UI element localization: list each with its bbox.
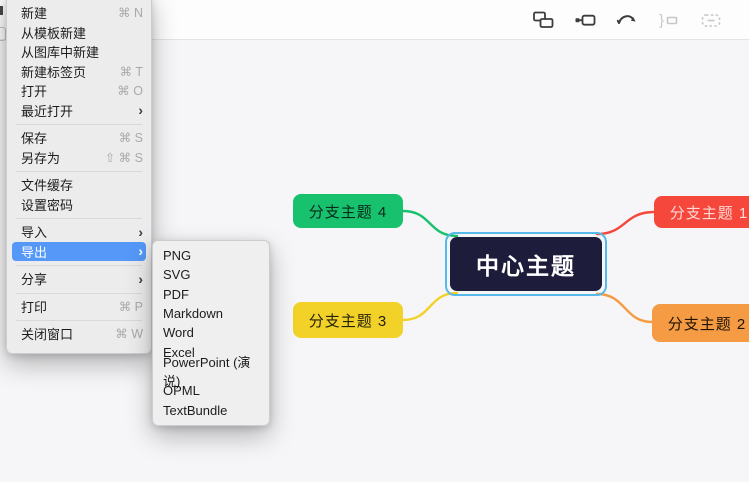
submenu-item-pdf[interactable]: PDF xyxy=(163,286,189,302)
boundary-button[interactable] xyxy=(699,8,723,32)
menu-item-label: 最近打开 xyxy=(21,103,74,119)
branch-topic-2-node[interactable]: 分支主题 2 xyxy=(652,304,749,342)
menu-item-close-window[interactable]: 关闭窗口 ⌘ W xyxy=(7,324,151,344)
menu-item-set-password[interactable]: 设置密码 xyxy=(7,195,151,215)
menu-item-save-as[interactable]: 另存为 ⇧ ⌘ S xyxy=(7,148,151,168)
connection-branch-3 xyxy=(401,291,459,322)
branch-topic-3-node[interactable]: 分支主题 3 xyxy=(293,302,403,338)
menu-item-label: 分享 xyxy=(21,272,48,288)
menu-item-label: 从图库中新建 xyxy=(21,45,100,61)
menu-item-label: 导出 xyxy=(21,244,48,260)
menu-item-file-cache[interactable]: 文件缓存 xyxy=(7,175,151,195)
insert-child-topic-icon xyxy=(533,11,554,28)
submenu-item-svg[interactable]: SVG xyxy=(163,267,191,283)
menu-item-print[interactable]: 打印 ⌘ P xyxy=(7,297,151,317)
menu-separator xyxy=(16,218,142,219)
relationship-button[interactable] xyxy=(615,8,639,32)
branch-topic-4-node[interactable]: 分支主题 4 xyxy=(293,194,403,228)
menu-separator xyxy=(16,265,142,266)
menu-item-shortcut: ⌘ N xyxy=(118,6,143,21)
insert-topic-button[interactable] xyxy=(573,8,597,32)
connection-branch-2 xyxy=(595,292,654,324)
submenu-chevron-icon: › xyxy=(138,270,143,287)
menu-separator xyxy=(16,320,142,321)
menu-item-label: 设置密码 xyxy=(21,197,74,213)
menu-item-label: 关闭窗口 xyxy=(21,327,74,343)
submenu-item-png[interactable]: PNG xyxy=(163,248,192,264)
menu-item-shortcut: ⌘ S xyxy=(118,131,143,146)
submenu-chevron-icon: › xyxy=(138,102,143,119)
submenu-chevron-icon: › xyxy=(138,223,143,240)
menu-item-label: 导入 xyxy=(21,225,48,241)
menu-item-new[interactable]: 新建 ⌘ N xyxy=(7,3,151,23)
menu-item-label: 文件缓存 xyxy=(21,178,74,194)
menu-item-shortcut: ⇧ ⌘ S xyxy=(104,150,143,165)
menu-item-shortcut: ⌘ T xyxy=(119,64,143,79)
svg-text:}: } xyxy=(659,12,664,29)
submenu-item-excel[interactable]: Excel xyxy=(163,344,195,360)
submenu-item-markdown[interactable]: Markdown xyxy=(163,306,223,322)
boundary-icon xyxy=(701,13,721,27)
central-topic-node[interactable]: 中心主题 xyxy=(450,237,602,291)
submenu-item-textbundle[interactable]: TextBundle xyxy=(163,402,228,418)
submenu-item-opml[interactable]: OPML xyxy=(163,383,200,399)
menu-item-export[interactable]: 导出 › xyxy=(12,241,146,261)
menu-item-shortcut: ⌘ P xyxy=(118,299,143,314)
menu-item-new-from-template[interactable]: 从模板新建 xyxy=(7,23,151,43)
menu-item-import[interactable]: 导入 › xyxy=(7,222,151,242)
menu-separator xyxy=(16,171,142,172)
export-submenu: PNG SVG PDF Markdown Word Excel PowerPoi… xyxy=(152,240,270,426)
submenu-chevron-icon: › xyxy=(138,243,143,260)
menu-item-label: 新建标签页 xyxy=(21,64,87,80)
menu-item-label: 打印 xyxy=(21,299,48,315)
menu-item-shortcut: ⌘ W xyxy=(115,327,143,342)
menu-item-shortcut: ⌘ O xyxy=(117,84,143,99)
summary-icon: } xyxy=(659,12,678,29)
menu-item-open[interactable]: 打开 ⌘ O xyxy=(7,81,151,101)
file-menu: 新建 ⌘ N 从模板新建 从图库中新建 新建标签页 ⌘ T 打开 ⌘ O 最近打… xyxy=(6,0,152,354)
menu-separator xyxy=(16,124,142,125)
insert-topic-icon xyxy=(575,14,596,26)
summary-button[interactable]: } xyxy=(657,8,681,32)
relationship-icon xyxy=(616,14,636,24)
toolbar-left-icon-fragment xyxy=(0,6,3,15)
menu-item-open-recent[interactable]: 最近打开 › xyxy=(7,101,151,121)
menu-item-new-tab[interactable]: 新建标签页 ⌘ T xyxy=(7,62,151,82)
menu-item-label: 保存 xyxy=(21,131,48,147)
branch-topic-1-node[interactable]: 分支主题 1 xyxy=(654,196,749,228)
connection-branch-4 xyxy=(401,209,459,238)
menu-item-label: 从模板新建 xyxy=(21,25,87,41)
menu-item-share[interactable]: 分享 › xyxy=(7,269,151,289)
insert-child-topic-button[interactable] xyxy=(531,8,555,32)
submenu-item-word[interactable]: Word xyxy=(163,325,194,341)
menu-item-label: 打开 xyxy=(21,84,48,100)
toolbar-left-button-fragment xyxy=(0,27,6,41)
menu-item-new-from-gallery[interactable]: 从图库中新建 xyxy=(7,42,151,62)
submenu-item-powerpoint[interactable]: PowerPoint (演说) xyxy=(163,355,251,390)
menu-item-label: 新建 xyxy=(21,6,48,22)
central-topic-selection-border xyxy=(445,232,607,296)
connection-branch-1 xyxy=(595,210,656,236)
menu-separator xyxy=(16,292,142,294)
menu-item-label: 另存为 xyxy=(21,150,61,166)
menu-item-save[interactable]: 保存 ⌘ S xyxy=(7,128,151,148)
